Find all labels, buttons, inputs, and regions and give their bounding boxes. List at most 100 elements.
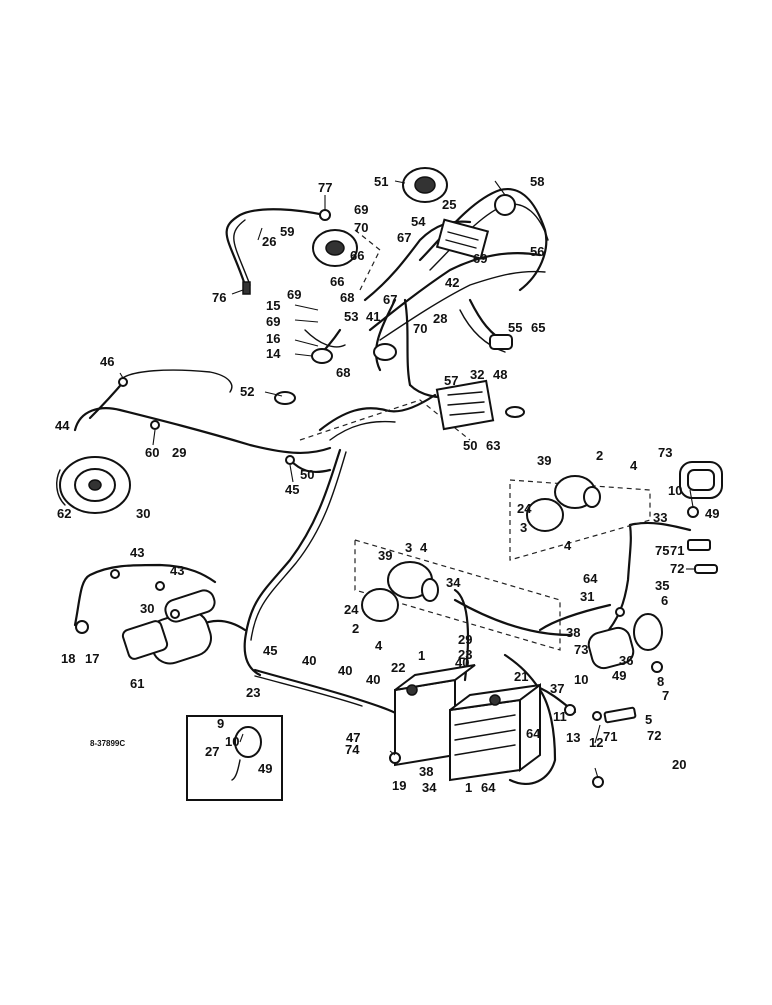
callout-75: 75 <box>655 543 669 558</box>
callout-47: 47 <box>346 730 360 745</box>
callout-23: 23 <box>246 685 260 700</box>
gauge-51 <box>402 167 448 203</box>
callout-4: 4 <box>630 458 638 473</box>
callout-62: 62 <box>57 506 71 521</box>
callout-69: 69 <box>287 287 301 302</box>
callout-64: 64 <box>583 571 598 586</box>
callout-38: 38 <box>419 764 433 779</box>
callout-4: 4 <box>375 638 383 653</box>
horn-unit-lower <box>361 561 439 622</box>
callout-20: 20 <box>672 757 686 772</box>
callout-22: 22 <box>391 660 405 675</box>
callout-30: 30 <box>136 506 150 521</box>
horn-unit-upper <box>526 475 601 532</box>
callout-39: 39 <box>378 548 392 563</box>
callout-48: 48 <box>493 367 507 382</box>
callout-50: 50 <box>463 438 477 453</box>
callout-33: 33 <box>653 510 667 525</box>
callout-1: 1 <box>465 780 472 795</box>
battery-1-right <box>449 683 541 782</box>
callout-45: 45 <box>263 643 277 658</box>
callout-57: 57 <box>444 373 458 388</box>
callout-28: 28 <box>433 311 447 326</box>
callout-38: 38 <box>566 625 580 640</box>
lamp-14 <box>311 348 333 364</box>
callout-42: 42 <box>445 275 459 290</box>
callout-10: 10 <box>225 734 239 749</box>
plug-76 <box>242 281 251 295</box>
floodlight-73a <box>679 461 723 499</box>
callout-67: 67 <box>397 230 411 245</box>
callout-53: 53 <box>344 309 358 324</box>
callout-10: 10 <box>574 672 588 687</box>
callout-50: 50 <box>300 467 314 482</box>
callout-72: 72 <box>647 728 661 743</box>
connector-block-54 <box>435 218 490 260</box>
callout-5: 5 <box>645 712 652 727</box>
callout-73: 73 <box>658 445 672 460</box>
callout-65: 65 <box>531 320 545 335</box>
callout-6: 6 <box>661 593 668 608</box>
inset-box <box>186 715 283 801</box>
callout-69: 69 <box>473 251 487 266</box>
lamp-68 <box>373 343 397 361</box>
callout-7: 7 <box>662 688 669 703</box>
callout-45: 45 <box>285 482 299 497</box>
floodlight-73b <box>587 626 635 670</box>
callout-34: 34 <box>422 780 437 795</box>
callout-49: 49 <box>612 668 626 683</box>
callout-2: 2 <box>596 448 603 463</box>
callout-30: 30 <box>140 601 154 616</box>
callout-68: 68 <box>340 290 354 305</box>
sender-55-65 <box>489 334 513 350</box>
callout-labels: 77 51 58 69 70 25 54 67 26 59 66 69 56 6… <box>55 174 719 795</box>
callout-77: 77 <box>318 180 332 195</box>
callout-34: 34 <box>446 575 461 590</box>
callout-25: 25 <box>442 197 456 212</box>
callout-74: 74 <box>345 742 360 757</box>
callout-44: 44 <box>55 418 70 433</box>
callout-51: 51 <box>374 174 388 189</box>
callout-19: 19 <box>392 778 406 793</box>
callout-39: 39 <box>537 453 551 468</box>
callout-76: 76 <box>212 290 226 305</box>
callout-69: 69 <box>354 202 368 217</box>
callout-13: 13 <box>566 730 580 745</box>
panel-outlines <box>299 229 651 651</box>
callout-36: 36 <box>619 653 633 668</box>
callout-40: 40 <box>455 655 469 670</box>
callout-12: 12 <box>589 735 603 750</box>
callout-18: 18 <box>61 651 75 666</box>
callout-24: 24 <box>344 602 359 617</box>
callout-52: 52 <box>240 384 254 399</box>
starter-motor-61 <box>121 589 216 665</box>
callout-14: 14 <box>266 346 281 361</box>
callout-21: 21 <box>514 669 528 684</box>
callout-54: 54 <box>411 214 426 229</box>
callout-46: 46 <box>100 354 114 369</box>
callout-26: 26 <box>262 234 276 249</box>
callout-72: 72 <box>670 561 684 576</box>
callout-40: 40 <box>302 653 316 668</box>
callout-56: 56 <box>530 244 544 259</box>
callout-9: 9 <box>217 716 224 731</box>
callout-17: 17 <box>85 651 99 666</box>
callout-10: 10 <box>668 483 682 498</box>
callout-31: 31 <box>580 589 594 604</box>
lamp-6 <box>633 613 663 651</box>
callout-8: 8 <box>657 674 664 689</box>
callout-64: 64 <box>481 780 496 795</box>
battery-1-left <box>394 664 476 767</box>
callout-37: 37 <box>550 681 564 696</box>
callout-1: 1 <box>418 648 425 663</box>
callout-70: 70 <box>354 220 368 235</box>
callout-35: 35 <box>655 578 669 593</box>
callout-58: 58 <box>530 174 544 189</box>
callout-61: 61 <box>130 676 144 691</box>
diagram-code: 8-37899C <box>90 739 125 748</box>
callout-66: 66 <box>330 274 344 289</box>
callout-55: 55 <box>508 320 522 335</box>
callout-24: 24 <box>517 501 532 516</box>
